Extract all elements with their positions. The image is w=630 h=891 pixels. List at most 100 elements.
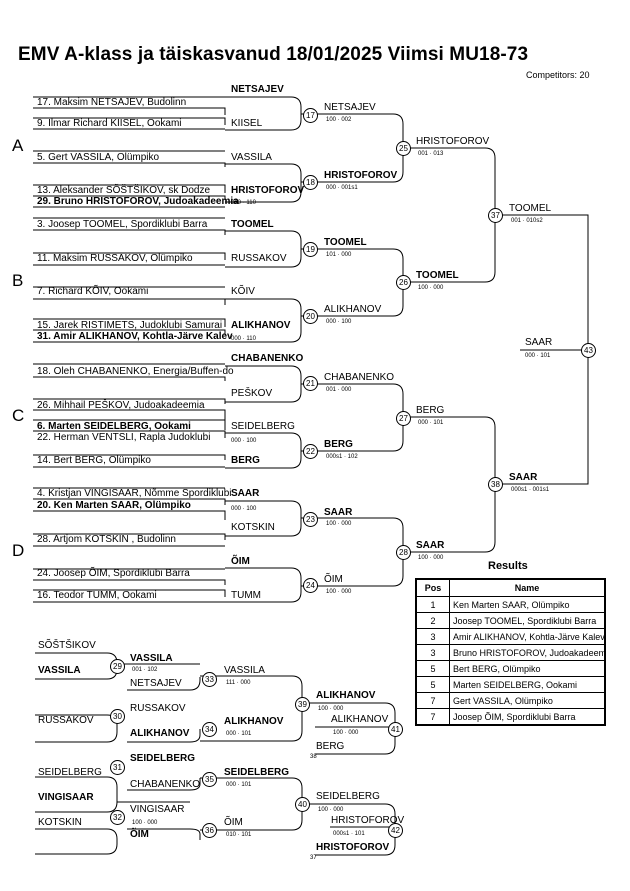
repechage-label: SEIDELBERG: [224, 767, 290, 778]
result-pos: 1: [415, 596, 450, 613]
repechage-label: VASSILA: [38, 665, 81, 676]
match-score: 000 · 101: [226, 782, 252, 788]
match-number: 37: [488, 208, 503, 223]
bracket-label: NETSAJEV: [231, 84, 284, 95]
repechage-label: ALIKHANOV: [130, 728, 190, 739]
match-number: 42: [388, 823, 403, 838]
entrant-seed: 31. Amir ALIKHANOV, Kohtla-Järve Kalev: [37, 331, 233, 342]
match-score: 001 · 000: [326, 387, 352, 393]
repechage-label: SEIDELBERG: [130, 753, 196, 764]
repechage-label: VASSILA: [224, 665, 265, 676]
match-number: 34: [202, 722, 217, 737]
entrant-seed: 9. Ilmar Richard KIISEL, Ookami: [37, 118, 182, 129]
repechage-label: SÕŠTŠIKOV: [38, 640, 96, 651]
match-number: 23: [303, 512, 318, 527]
result-name: Amir ALIKHANOV, Kohtla-Järve Kalev: [449, 628, 606, 645]
section-c: C: [12, 406, 25, 425]
match-number: 24: [303, 578, 318, 593]
entrant-seed: 17. Maksim NETSAJEV, Budolinn: [37, 97, 187, 108]
match-score: 000 · 001s1: [326, 185, 358, 191]
entrant-seed: 6. Marten SEIDELBERG, Ookami: [37, 421, 191, 432]
repechage-label: VINGISAAR: [38, 792, 94, 803]
entrant-seed: 24. Joosep ÕIM, Spordiklubi Barra: [37, 568, 190, 579]
bracket-label: ALIKHANOV: [324, 304, 382, 315]
entrant-seed: 26. Mihhail PEŠKOV, Judoakadeemia: [37, 400, 205, 411]
bracket-label: KOTSKIN: [231, 522, 275, 533]
bracket-label: NETSAJEV: [324, 102, 376, 113]
section-a: A: [12, 136, 24, 155]
repechage-label: HRISTOFOROV: [316, 842, 390, 853]
repechage-label: ALIKHANOV: [316, 690, 376, 701]
match-number: 18: [303, 175, 318, 190]
bracket-label: BERG: [231, 455, 260, 466]
bracket-label: HRISTOFOROV: [324, 170, 398, 181]
column-header: Name: [449, 578, 606, 597]
entrant-seed: 28. Artjom KOTSKIN , Budolinn: [37, 534, 176, 545]
bracket-label: TUMM: [231, 590, 261, 601]
repechage-label: VASSILA: [130, 653, 173, 664]
bracket-label: SAAR: [416, 540, 445, 551]
match-number: 40: [295, 797, 310, 812]
result-name: Joosep TOOMEL, Spordiklubi Barra: [449, 612, 606, 629]
entrant-seed: 13. Aleksander SÕŠTŠIKOV, sk Dodze: [37, 185, 211, 196]
bracket-label: KIISEL: [231, 118, 263, 129]
result-name: Bert BERG, Olümpiko: [449, 660, 606, 677]
bracket-label: CHABANENKO: [324, 372, 395, 383]
match-number: 27: [396, 411, 411, 426]
repechage-label: ALIKHANOV: [331, 714, 389, 725]
repechage-label: NETSAJEV: [130, 678, 182, 689]
match-score: 000 · 110: [231, 336, 256, 342]
bracket-label: PEŠKOV: [231, 388, 273, 399]
match-score: 100 · 000: [318, 706, 344, 712]
repechage-label: RUSSAKOV: [130, 703, 186, 714]
result-name: Ken Marten SAAR, Olümpiko: [449, 596, 606, 613]
bracket-label: CHABANENKO: [231, 353, 304, 364]
match-score: 001 · 013: [418, 151, 444, 157]
match-number: 22: [303, 444, 318, 459]
repechage-label: VINGISAAR: [130, 804, 185, 815]
match-number: 19: [303, 242, 318, 257]
match-score: 100 · 000: [418, 555, 444, 561]
match-score: 000 · 100: [326, 319, 352, 325]
entrant-seed: 18. Oleh CHABANENKO, Energia/Buffen-do: [37, 366, 234, 377]
bracket-label: SEIDELBERG: [231, 421, 295, 432]
repechage-label: CHABANENKO: [130, 779, 201, 790]
match-score: 000s1 · 102: [326, 454, 358, 460]
match-score: 001 · 102: [132, 667, 158, 673]
repechage-label: KOTSKIN: [38, 817, 82, 828]
repechage-label: SEIDELBERG: [38, 767, 102, 778]
result-pos: 7: [415, 708, 450, 726]
result-name: Marten SEIDELBERG, Ookami: [449, 676, 606, 693]
results-title: Results: [488, 560, 528, 572]
tiny-ref: 38: [310, 754, 317, 760]
match-score: 000 · 101: [525, 353, 551, 359]
repechage-label: SEIDELBERG: [316, 791, 380, 802]
match-score: 100 · 000: [132, 820, 158, 826]
bracket-label: SAAR: [231, 488, 260, 499]
match-score: 000 · 110: [231, 200, 256, 206]
table-header-row: Pos Name: [415, 578, 606, 597]
match-score: 100 · 000: [418, 285, 444, 291]
match-number: 21: [303, 376, 318, 391]
repechage-label: RUSSAKOV: [38, 715, 94, 726]
entrant-seed: 22. Herman VENTSLI, Rapla Judoklubi: [37, 432, 211, 443]
repechage-label: ÕIM: [224, 817, 243, 828]
match-number: 35: [202, 772, 217, 787]
match-score: 000 · 101: [226, 731, 252, 737]
bracket-label: HRISTOFOROV: [231, 185, 305, 196]
result-pos: 3: [415, 628, 450, 645]
bracket-label: RUSSAKOV: [231, 253, 287, 264]
bracket-label: TOOMEL: [324, 237, 367, 248]
match-number: 43: [581, 343, 596, 358]
match-score: 000 · 100: [231, 506, 257, 512]
competitors-count: Competitors: 20: [526, 70, 590, 80]
